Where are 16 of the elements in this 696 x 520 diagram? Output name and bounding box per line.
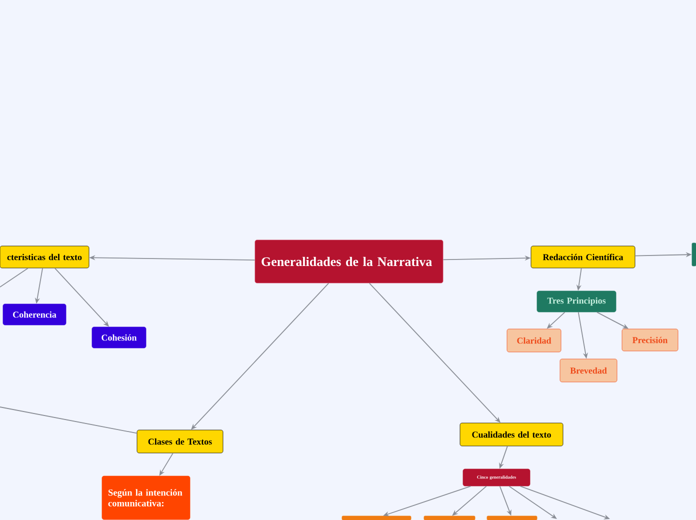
cut-off-box [486, 516, 538, 520]
subtopic-box: Según la intención comunicativa: [102, 476, 190, 520]
cut-off-box [424, 516, 476, 520]
topic-box: Clases de Textos [136, 430, 224, 454]
topic-box: Cualidades del texto [460, 422, 564, 446]
subtopic-box: Claridad [506, 328, 562, 352]
subtopic-box: Brevedad [560, 358, 618, 382]
subtopic-box: Precisión [622, 328, 678, 352]
cut-off-box [692, 242, 696, 266]
subtopic-box: Tres Principios [536, 290, 616, 312]
cut-off-box [342, 516, 412, 520]
subtopic-box: Cohesión [92, 326, 146, 348]
topic-box: Redacción Científica [530, 246, 636, 268]
topic-box: cteristicas del texto [0, 246, 90, 268]
subtopic-box: Coherencia [2, 304, 66, 326]
central-topic-box: Generalidades de la Narrativa [254, 240, 444, 284]
